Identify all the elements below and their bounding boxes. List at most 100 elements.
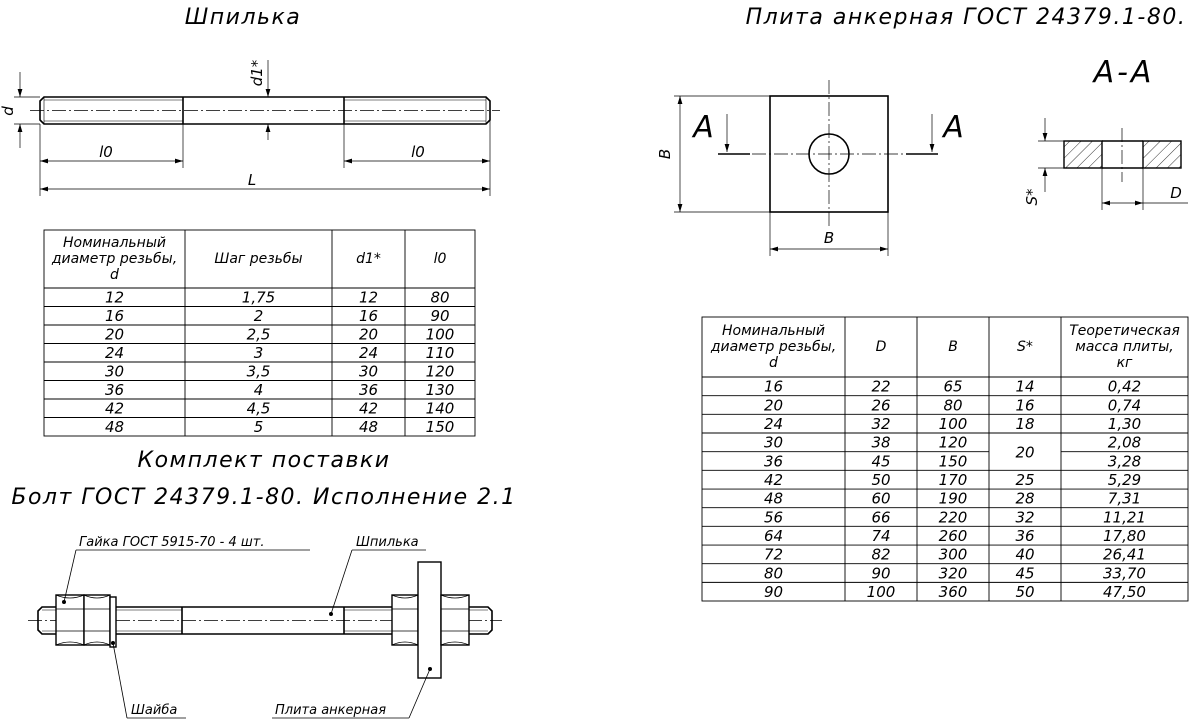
header-cell: Теоретическая bbox=[1069, 323, 1180, 339]
label-plate: Плита анкерная bbox=[275, 703, 386, 718]
table-cell: 36 bbox=[764, 452, 783, 470]
table-cell: 3,5 bbox=[247, 363, 271, 381]
dim-l0-right-label: l0 bbox=[411, 143, 425, 161]
table-cell: 24 bbox=[764, 415, 783, 433]
section-marker-left: А bbox=[691, 110, 750, 155]
table-cell: 90 bbox=[430, 307, 449, 325]
table-cell: 48 bbox=[764, 490, 783, 508]
dim-L: L bbox=[39, 168, 490, 196]
dim-B-horizontal-label: B bbox=[824, 229, 834, 247]
table-cell: 100 bbox=[426, 326, 455, 344]
header-cell: диаметр резьбы, bbox=[51, 251, 177, 267]
table-cell: 80 bbox=[430, 289, 449, 307]
table-cell: 12 bbox=[105, 289, 124, 307]
header-cell: Номинальный bbox=[63, 235, 166, 251]
stud-drawing: Шпилька d d1* bbox=[0, 5, 500, 196]
table-cell: 16 bbox=[1015, 396, 1034, 414]
section-mark-left: А bbox=[691, 110, 717, 145]
table-cell: 30 bbox=[105, 363, 124, 381]
table-cell: 2,5 bbox=[247, 326, 271, 344]
nut-left-outer bbox=[55, 594, 85, 646]
table-cell: 320 bbox=[939, 564, 968, 582]
table-cell: 12 bbox=[359, 289, 378, 307]
label-washer: Шайба bbox=[131, 703, 177, 718]
table-cell: 60 bbox=[871, 490, 890, 508]
table-cell: 18 bbox=[1015, 415, 1034, 433]
table-cell: 74 bbox=[871, 527, 890, 545]
table-cell: 20 bbox=[1015, 444, 1034, 462]
kit-subtitle: Болт ГОСТ 24379.1-80. Исполнение 2.1 bbox=[11, 485, 516, 510]
dim-l0-left: l0 bbox=[39, 124, 184, 168]
table-cell: 100 bbox=[867, 583, 896, 601]
dim-l0-left-label: l0 bbox=[99, 143, 113, 161]
table-cell: 42 bbox=[359, 400, 378, 418]
section-marker-right: А bbox=[906, 110, 967, 155]
header-cell: D bbox=[876, 339, 887, 355]
table-cell: 120 bbox=[426, 363, 455, 381]
table-cell: 65 bbox=[943, 378, 962, 396]
header-cell: S* bbox=[1017, 339, 1033, 355]
table-cell: 4,5 bbox=[247, 400, 271, 418]
dim-d-label: d bbox=[0, 106, 17, 116]
table-cell: 16 bbox=[359, 307, 378, 325]
table-cell: 64 bbox=[764, 527, 783, 545]
table-cell: 42 bbox=[764, 471, 783, 489]
table-cell: 32 bbox=[1015, 508, 1034, 526]
table-cell: 360 bbox=[939, 583, 968, 601]
table-cell: 22 bbox=[871, 378, 890, 396]
header-cell: d1* bbox=[356, 251, 381, 267]
table-cell: 16 bbox=[764, 378, 783, 396]
table-cell: 36 bbox=[359, 381, 378, 399]
dim-B-vertical: B bbox=[656, 95, 770, 213]
header-cell: d bbox=[110, 267, 119, 283]
plate-section-view bbox=[1063, 128, 1182, 182]
table-cell: 24 bbox=[105, 344, 124, 362]
table-cell: 90 bbox=[764, 583, 783, 601]
table-cell: 50 bbox=[1015, 583, 1034, 601]
header-cell: масса плиты, bbox=[1075, 339, 1173, 355]
dim-D-label: D bbox=[1170, 184, 1182, 202]
leader-washer: Шайба bbox=[111, 641, 186, 719]
table-cell: 48 bbox=[359, 418, 378, 436]
header-cell: d bbox=[769, 355, 778, 371]
label-nut: Гайка ГОСТ 5915-70 - 4 шт. bbox=[79, 535, 265, 550]
anchor-plate-side bbox=[417, 561, 442, 679]
dim-d1-label: d1* bbox=[248, 59, 266, 86]
table-cell: 72 bbox=[764, 546, 783, 564]
dim-B-vertical-label: B bbox=[656, 149, 674, 159]
label-stud: Шпилька bbox=[356, 535, 419, 550]
table-cell: 3,28 bbox=[1108, 452, 1141, 470]
table-cell: 28 bbox=[1015, 490, 1034, 508]
kit-section: Комплект поставки Болт ГОСТ 24379.1-80. … bbox=[11, 448, 516, 719]
header-cell: диаметр резьбы, bbox=[710, 339, 836, 355]
table-cell: 90 bbox=[871, 564, 890, 582]
washer bbox=[109, 596, 117, 648]
table-cell: 26 bbox=[871, 396, 890, 414]
dim-d1: d1* bbox=[248, 59, 271, 140]
kit-title: Комплект поставки bbox=[137, 448, 390, 473]
table-cell: 80 bbox=[943, 396, 962, 414]
table-cell: 190 bbox=[939, 490, 968, 508]
table-cell: 14 bbox=[1015, 378, 1034, 396]
table-cell: 50 bbox=[871, 471, 890, 489]
header-cell: l0 bbox=[434, 251, 447, 267]
table-cell: 260 bbox=[939, 527, 968, 545]
dim-B-horizontal: B bbox=[769, 212, 889, 256]
plate-title: Плита анкерная ГОСТ 24379.1-80. bbox=[746, 5, 1187, 30]
table-cell: 48 bbox=[105, 418, 124, 436]
stud-title: Шпилька bbox=[185, 5, 302, 30]
table-cell: 32 bbox=[871, 415, 890, 433]
table-cell: 5,29 bbox=[1108, 471, 1141, 489]
table-cell: 17,80 bbox=[1103, 527, 1146, 545]
section-mark-right: А bbox=[941, 110, 967, 145]
section-title: А-А bbox=[1092, 55, 1155, 90]
dim-D: D bbox=[1101, 168, 1188, 210]
table-cell: 7,31 bbox=[1108, 490, 1141, 508]
table-cell: 20 bbox=[764, 396, 783, 414]
